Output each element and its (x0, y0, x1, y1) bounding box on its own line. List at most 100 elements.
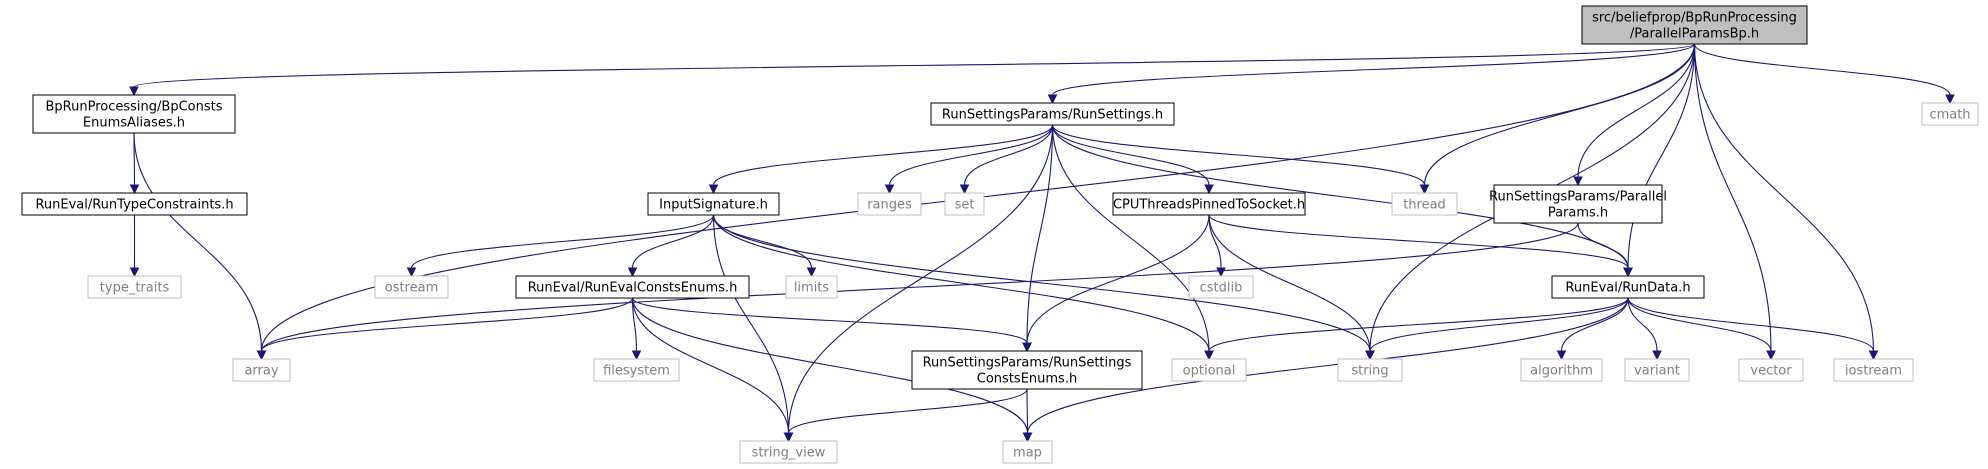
node-box (911, 350, 1143, 390)
edge-runsettings-to-optional (1051, 124, 1214, 361)
node-box (1188, 275, 1254, 299)
edge-line (133, 43, 1696, 88)
node-array: array (232, 358, 291, 382)
node-set: set (944, 192, 985, 216)
edge-root-to-iostream (1693, 43, 1879, 361)
node-box (1493, 184, 1663, 224)
node-label: iostream (1845, 364, 1902, 379)
node-cputhreads[interactable]: CPUThreadsPinnedToSocket.h (1112, 192, 1306, 216)
edge-root-to-vector (1693, 43, 1776, 361)
node-box (1738, 358, 1804, 382)
arrowhead-icon (1766, 350, 1776, 361)
edge-line (787, 388, 1028, 434)
node-box (87, 275, 182, 299)
node-filesystem: filesystem (593, 358, 680, 382)
node-box (857, 192, 922, 216)
edge-line (1577, 222, 1629, 269)
edge-line (1026, 214, 1210, 344)
arrowhead-icon (631, 350, 642, 361)
arrowhead-icon (884, 184, 895, 195)
edge-runevalconsts-to-array (256, 297, 634, 361)
edge-runsettings-to-set (959, 124, 1054, 195)
node-box (1833, 358, 1914, 382)
edge-line (1627, 297, 1875, 352)
node-label: limits (794, 281, 830, 296)
node-label: RunEval/RunData.h (1565, 281, 1690, 296)
node-ranges: ranges (857, 192, 922, 216)
node-box (1391, 192, 1458, 216)
arrowhead-icon (1573, 176, 1583, 187)
edge-runsettings-to-cputhreads (1051, 124, 1214, 195)
node-label: set (955, 198, 975, 213)
node-optional: optional (1171, 358, 1247, 382)
arrowhead-icon (627, 267, 638, 278)
node-runtypeconstraints[interactable]: RunEval/RunTypeConstraints.h (21, 192, 248, 216)
node-label: cstdlib (1200, 281, 1243, 296)
node-rundata[interactable]: RunEval/RunData.h (1551, 275, 1705, 299)
edge-line (712, 124, 1054, 186)
arrowhead-icon (1365, 350, 1375, 361)
arrowhead-icon (1945, 94, 1955, 105)
edge-line (1051, 124, 1210, 186)
node-variant: variant (1624, 358, 1690, 382)
node-label: RunSettingsParams/RunSettings.h (942, 108, 1163, 123)
node-box (32, 94, 236, 134)
edge-root-to-cmath (1693, 43, 1955, 105)
node-label: optional (1183, 364, 1236, 379)
arrowhead-icon (959, 184, 970, 195)
edge-line (1051, 43, 1696, 96)
edge-parallelparams-to-rundata (1577, 222, 1633, 278)
edge-cputhreads-to-rsconsts (1022, 214, 1210, 353)
node-label: BpRunProcessing/BpConsts (46, 100, 223, 115)
edge-rundata-to-algorithm (1556, 297, 1629, 361)
node-box (1921, 102, 1979, 126)
node-label: InputSignature.h (659, 198, 768, 213)
edge-line (133, 132, 263, 352)
node-box (1171, 358, 1247, 382)
node-box (1112, 192, 1306, 216)
node-label: array (244, 364, 278, 379)
edge-line (1208, 297, 1629, 352)
node-label: EnumsAliases.h (83, 116, 185, 131)
node-rsconsts[interactable]: RunSettingsParams/RunSettingsConstsEnums… (911, 350, 1143, 390)
edge-line (1577, 43, 1696, 178)
arrowhead-icon (256, 350, 267, 361)
node-runevalconsts[interactable]: RunEval/RunEvalConstsEnums.h (515, 275, 750, 299)
node-limits: limits (785, 275, 838, 299)
node-label: string (1351, 364, 1388, 379)
arrowhead-icon (806, 267, 817, 278)
edge-root-to-bpconsts (129, 43, 1696, 97)
node-parallelparams[interactable]: RunSettingsParams/ParallelParams.h (1489, 184, 1667, 224)
node-box (647, 192, 780, 216)
edge-line (712, 214, 1210, 352)
edge-rundata-to-string (1365, 297, 1629, 361)
edge-line (1693, 43, 1875, 352)
node-box (1002, 440, 1053, 464)
edge-line (1026, 388, 1029, 434)
edge-runsettings-to-thread (1051, 124, 1430, 195)
edge-line (712, 214, 790, 434)
arrowhead-icon (1204, 350, 1214, 361)
node-label: filesystem (603, 364, 670, 379)
edge-line (1051, 124, 1210, 352)
edge-line (631, 297, 1029, 434)
arrowhead-icon (129, 184, 140, 195)
edge-parallelparams-to-array (256, 222, 1579, 361)
node-cstdlib: cstdlib (1188, 275, 1254, 299)
node-runsettings[interactable]: RunSettingsParams/RunSettings.h (930, 102, 1175, 126)
node-cmath: cmath (1921, 102, 1979, 126)
arrowhead-icon (1022, 432, 1033, 443)
arrowhead-icon (708, 184, 719, 195)
node-label: cmath (1929, 108, 1970, 123)
node-box (593, 358, 680, 382)
edge-root-to-runsettings (1047, 43, 1696, 105)
edge-rundata-to-iostream (1627, 297, 1879, 361)
edge-runsettings-to-ranges (884, 124, 1054, 195)
node-root[interactable]: src/beliefprop/BpRunProcessing/ParallelP… (1581, 5, 1808, 45)
node-label: type_traits (100, 281, 170, 296)
node-inputsig[interactable]: InputSignature.h (647, 192, 780, 216)
edge-line (260, 297, 634, 352)
edge-line (1369, 297, 1629, 352)
edge-rundata-to-optional (1204, 297, 1629, 361)
